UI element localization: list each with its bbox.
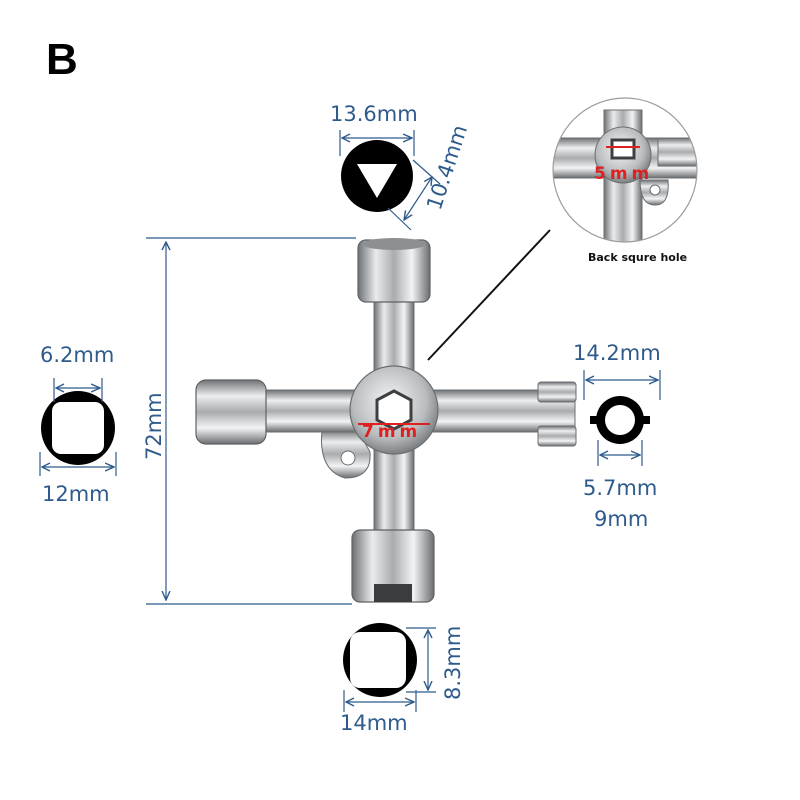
back-hole-inset bbox=[552, 97, 698, 243]
overall-length-dimension bbox=[146, 237, 356, 605]
triangle-socket-diagram bbox=[339, 130, 441, 231]
right-dia-label: 9mm bbox=[594, 507, 649, 531]
inset-caption: Back squre hole bbox=[588, 251, 688, 264]
center-hex-label: 7mm bbox=[362, 422, 422, 442]
left-outer-label: 12mm bbox=[42, 482, 110, 506]
bottom-square-label: 8.3mm bbox=[441, 625, 465, 700]
left-square-label: 6.2mm bbox=[40, 343, 115, 367]
panel-label: B bbox=[46, 35, 78, 84]
bottom-width-label: 14mm bbox=[340, 711, 408, 735]
right-inner-label: 5.7mm bbox=[583, 476, 658, 500]
bottom-socket-diagram bbox=[343, 623, 436, 712]
overall-length-label: 72mm bbox=[142, 392, 166, 460]
square-socket-diagram bbox=[39, 378, 117, 476]
right-outer-label: 14.2mm bbox=[573, 341, 661, 365]
back-hole-label: 5mm bbox=[594, 164, 654, 184]
leader-line bbox=[427, 229, 551, 361]
triangle-width-label: 13.6mm bbox=[330, 102, 418, 126]
cross-key bbox=[195, 238, 577, 603]
round-socket-diagram bbox=[583, 370, 661, 466]
